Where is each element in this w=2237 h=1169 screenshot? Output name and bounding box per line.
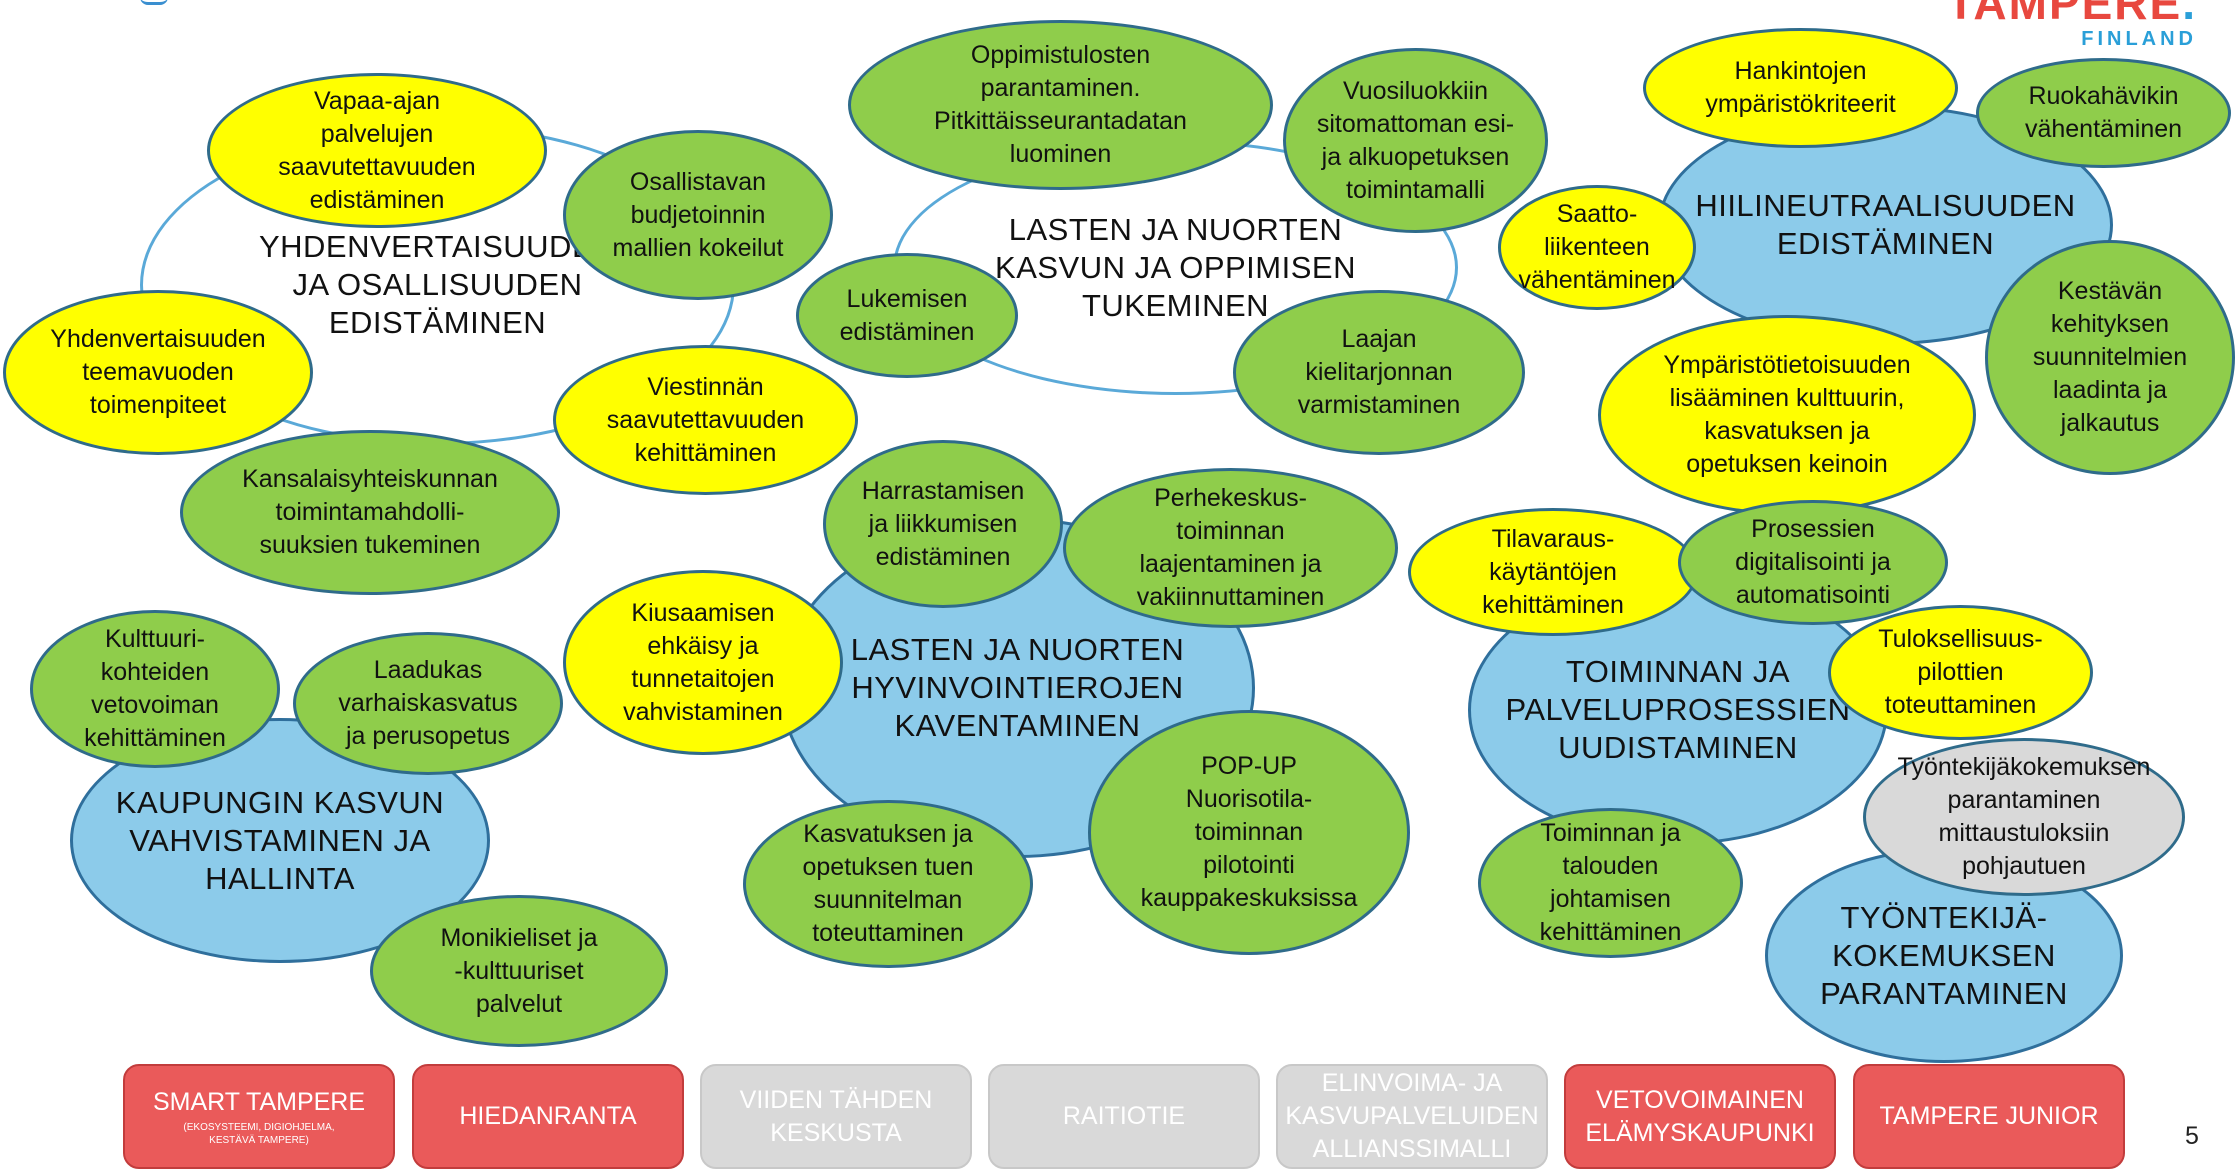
item-laajan: Laajan kielitarjonnan varmistaminen (1233, 290, 1525, 455)
item-oppimistulosten: Oppimistulosten parantaminen. Pitkittäis… (848, 20, 1273, 190)
hub-processes-label: TOIMINNAN JA PALVELUPROSESSIEN UUDISTAMI… (1505, 654, 1851, 765)
hub-city-growth-label: KAUPUNGIN KASVUN VAHVISTAMINEN JA HALLIN… (115, 784, 445, 896)
tampere-logo: TAMPERE. FINLAND (1947, 0, 2197, 50)
nav-vetovoimainen[interactable]: VETOVOIMAINEN ELÄMYSKAUPUNKI (1564, 1064, 1836, 1169)
nav-smart-tampere[interactable]: SMART TAMPERE (EKOSYSTEEMI, DIGIOHJELMA,… (123, 1064, 395, 1169)
item-toiminnan-talous: Toiminnan ja talouden johtamisen kehittä… (1478, 808, 1743, 958)
item-vuosiluokkiin: Vuosiluokkiin sitomattoman esi- ja alkuo… (1283, 48, 1548, 233)
nav-elinvoima[interactable]: ELINVOIMA- JA KASVUPALVELUIDEN ALLIANSSI… (1276, 1064, 1548, 1169)
nav-tampere-junior[interactable]: TAMPERE JUNIOR (1853, 1064, 2125, 1169)
item-tyontekijakokemuksen: Työntekijäkokemuksen parantaminen mittau… (1863, 738, 2185, 896)
item-monikieliset: Monikieliset ja -kulttuuriset palvelut (370, 895, 668, 1047)
item-popup: POP-UP Nuorisotila- toiminnan pilotointi… (1088, 710, 1410, 955)
item-kestavan: Kestävän kehityksen suunnitelmien laadin… (1985, 240, 2235, 475)
item-lukemisen: Lukemisen edistäminen (796, 253, 1018, 378)
hub-children-growth-label: LASTEN JA NUORTEN KASVUN JA OPPIMISEN TU… (995, 211, 1356, 323)
logo-word: TAMPERE (1946, 0, 2183, 29)
nav-viiden-tahden-keskusta[interactable]: VIIDEN TÄHDEN KESKUSTA (700, 1064, 972, 1169)
item-kansalais: Kansalaisyhteiskunnan toimintamahdolli- … (180, 430, 560, 595)
logo-dot: . (2182, 0, 2197, 29)
item-hankintojen: Hankintojen ympäristökriteerit (1643, 28, 1958, 148)
item-saatto: Saatto- liikenteen vähentäminen (1498, 185, 1696, 310)
item-kasvatuksen: Kasvatuksen ja opetuksen tuen suunnitelm… (743, 800, 1033, 968)
hub-employee-label: TYÖNTEKIJÄ- KOKEMUKSEN PARANTAMINEN (1820, 899, 2068, 1011)
hub-equality-label: YHDENVERTAISUUDEN JA OSALLISUUDEN EDISTÄ… (258, 229, 617, 340)
item-viestinnan: Viestinnän saavutettavuuden kehittäminen (553, 345, 858, 495)
item-vapaa-ajan: Vapaa-ajan palvelujen saavutettavuuden e… (207, 73, 547, 228)
item-ruokahavikin: Ruokahävikin vähentäminen (1976, 58, 2231, 168)
item-tilavaraus: Tilavaraus- käytäntöjen kehittäminen (1408, 508, 1698, 636)
page-number: 5 (2185, 1122, 2199, 1150)
hub-wellbeing-gaps-label: LASTEN JA NUORTEN HYVINVOINTIEROJEN KAVE… (850, 632, 1185, 743)
item-kiusaamisen: Kiusaamisen ehkäisy ja tunnetaitojen vah… (563, 570, 843, 755)
item-perhekeskus: Perhekeskus- toiminnan laajentaminen ja … (1063, 468, 1398, 628)
item-ymparisto: Ympäristötietoisuuden lisääminen kulttuu… (1598, 315, 1976, 515)
decorative-mark (140, 0, 168, 5)
item-yhdenvertaisuuden-teema: Yhdenvertaisuuden teemavuoden toimenpite… (3, 290, 313, 455)
item-osallistava: Osallistavan budjetoinnin mallien kokeil… (563, 130, 833, 300)
nav-raitiotie[interactable]: RAITIOTIE (988, 1064, 1260, 1169)
item-prosessien: Prosessien digitalisointi ja automatisoi… (1678, 500, 1948, 625)
hub-carbon-label: HIILINEUTRAALISUUDEN EDISTÄMINEN (1695, 188, 2076, 261)
item-tuloksellisuus: Tuloksellisuus- pilottien toteuttaminen (1828, 605, 2093, 740)
item-kulttuuri: Kulttuuri- kohteiden vetovoiman kehittäm… (30, 610, 280, 768)
item-harrastamisen: Harrastamisen ja liikkumisen edistäminen (823, 440, 1063, 608)
nav-hiedanranta[interactable]: HIEDANRANTA (412, 1064, 684, 1169)
item-laadukas: Laadukas varhaiskasvatus ja perusopetus (293, 632, 563, 775)
logo-country: FINLAND (2081, 28, 2197, 50)
